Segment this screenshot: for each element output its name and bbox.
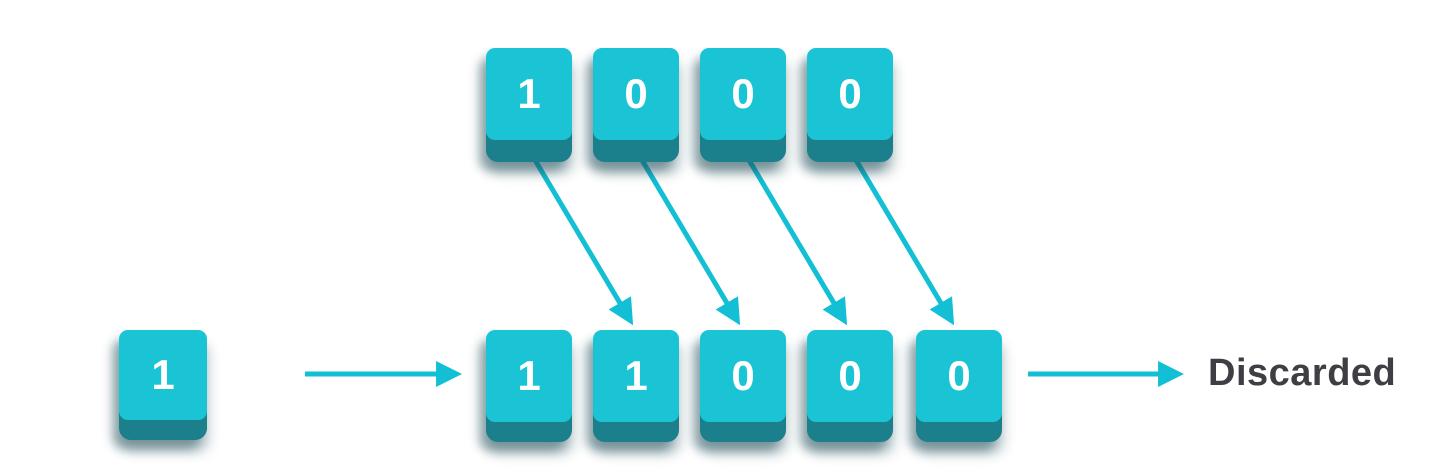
bottom-row-key-5: 0 [916,330,1002,442]
key-face: 0 [807,48,893,140]
incoming-bit-key: 1 [119,330,207,440]
key-face: 0 [700,48,786,140]
top-row-key-2: 0 [593,48,679,162]
key-face: 0 [916,330,1002,422]
key-digit: 0 [731,70,755,117]
key-digit: 1 [517,70,541,117]
key-digit: 0 [838,352,862,399]
key-digit: 1 [624,352,648,399]
shift-arrow-1-icon [526,148,634,326]
shift-arrow-2-icon [633,148,741,326]
key-digit: 0 [624,70,648,117]
bottom-row-key-2: 1 [593,330,679,442]
bottom-row-key-3: 0 [700,330,786,442]
bottom-row-key-4: 0 [807,330,893,442]
key-face: 1 [486,48,572,140]
key-face: 1 [593,330,679,422]
key-face: 0 [593,48,679,140]
discarded-label: Discarded [1208,352,1397,394]
key-digit: 0 [731,352,755,399]
top-row-key-1: 1 [486,48,572,162]
bottom-row-key-1: 1 [486,330,572,442]
key-face: 0 [807,330,893,422]
key-digit: 0 [947,352,971,399]
shift-arrow-3-icon [740,148,848,326]
key-digit: 0 [838,70,862,117]
key-face: 1 [119,330,207,420]
key-digit: 1 [151,351,175,398]
key-face: 0 [700,330,786,422]
key-face: 1 [486,330,572,422]
shift-arrow-4-icon [847,148,955,326]
top-row-key-3: 0 [700,48,786,162]
top-row-key-4: 0 [807,48,893,162]
key-digit: 1 [517,352,541,399]
